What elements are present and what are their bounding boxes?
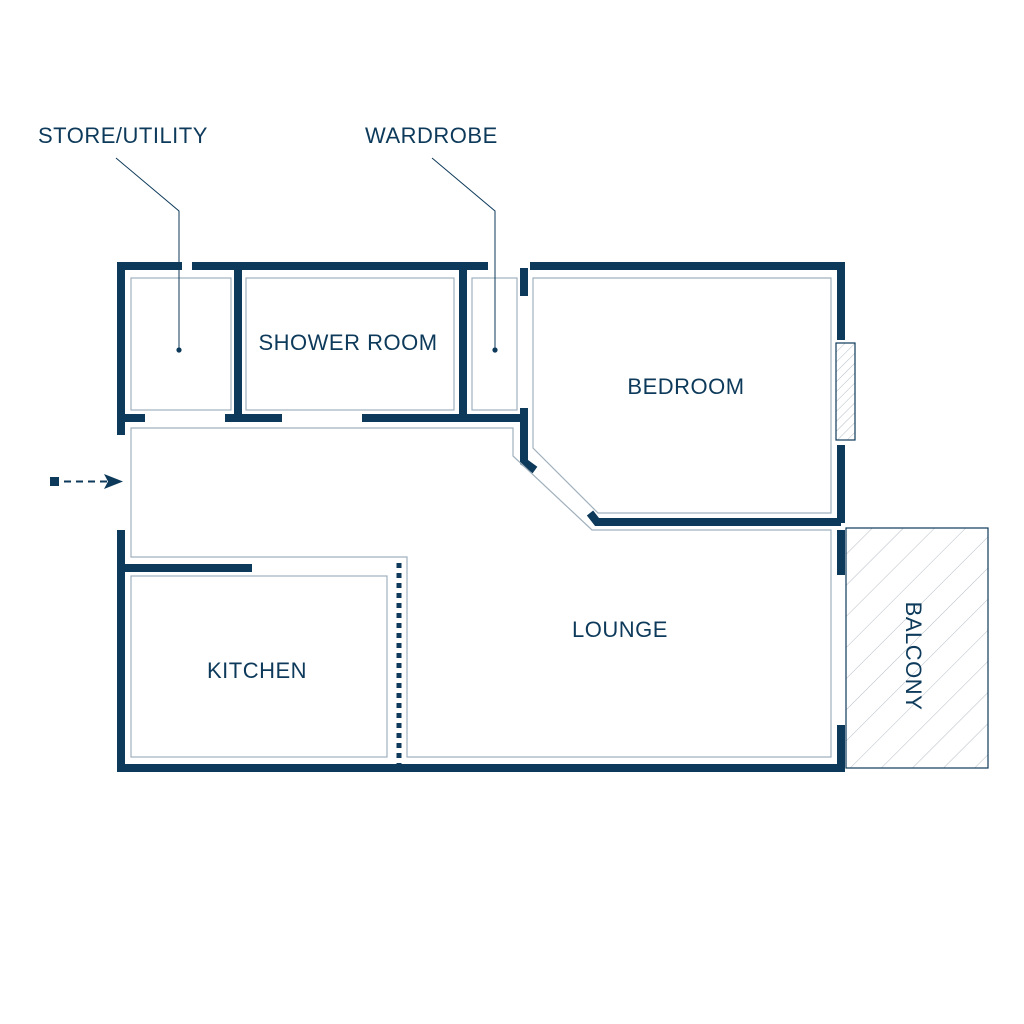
store-utility-leader: [115, 157, 182, 353]
outer-walls: [117, 262, 845, 772]
label-wardrobe: WARDROBE: [365, 123, 498, 148]
label-shower-room: SHOWER ROOM: [258, 330, 437, 355]
label-lounge: LOUNGE: [572, 617, 668, 642]
label-bedroom: BEDROOM: [627, 374, 744, 399]
balcony: [845, 527, 989, 769]
entrance-arrow-icon: [50, 474, 123, 489]
label-balcony: BALCONY: [901, 602, 926, 711]
label-kitchen: KITCHEN: [207, 658, 307, 683]
bedroom-window: [835, 342, 856, 441]
label-store-utility: STORE/UTILITY: [38, 123, 208, 148]
interior-walls: [124, 268, 841, 766]
wardrobe-leader: [431, 157, 498, 353]
